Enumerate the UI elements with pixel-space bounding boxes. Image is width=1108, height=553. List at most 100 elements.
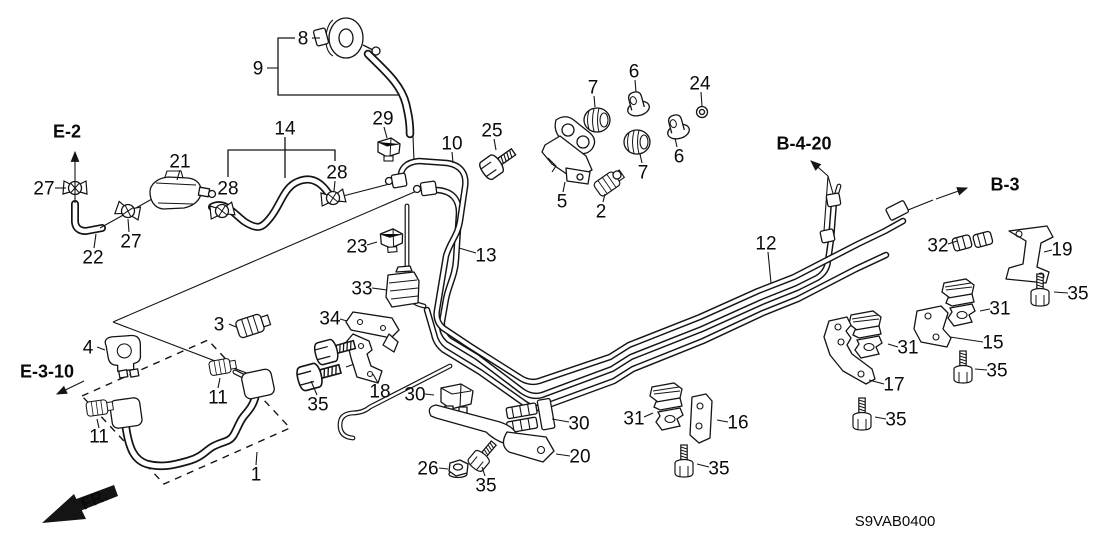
b420-sleeve-upper — [825, 192, 842, 208]
callout-4: 4 — [83, 338, 94, 359]
callout-31: 31 — [623, 409, 644, 430]
sensor-2 — [592, 166, 627, 198]
callout-leader-27 — [127, 218, 130, 233]
callout-leader-23 — [366, 241, 378, 246]
callout-1: 1 — [251, 465, 262, 486]
callout-leader-19 — [1043, 249, 1053, 253]
bracket-15 — [913, 305, 952, 348]
ref-arrow-B-3 — [935, 187, 969, 200]
callout-leader-31 — [643, 412, 654, 418]
sensor-4 — [104, 334, 142, 379]
valve-8 — [312, 17, 381, 59]
clamp-32 — [951, 230, 994, 252]
callout-7: 7 — [588, 78, 599, 99]
spacer-6-b — [662, 111, 692, 142]
sensor-2-ring — [612, 170, 622, 180]
fr-direction-arrow: FR. — [42, 485, 118, 523]
callout-leader-3 — [228, 323, 237, 328]
b420-sleeve-lower — [819, 228, 836, 244]
fuel-pipe-a-10-inner — [398, 159, 905, 384]
callout-9: 9 — [253, 59, 264, 80]
bracket-5 — [541, 116, 596, 185]
callout-35: 35 — [307, 395, 328, 416]
grommet-7-a — [583, 107, 611, 133]
callout-leader-1 — [255, 451, 258, 466]
spacer-6-a — [622, 88, 652, 119]
hose-22-tube-inner — [72, 201, 105, 234]
pipe-10-fitting — [384, 172, 408, 189]
callout-31: 31 — [897, 338, 918, 359]
callout-35: 35 — [986, 361, 1007, 382]
callout-leader-32 — [947, 240, 958, 245]
callout-32: 32 — [927, 236, 948, 257]
fr-arrow-head — [42, 494, 86, 523]
callout-leader-15 — [949, 336, 984, 343]
ref-arrow-E-3-10 — [56, 380, 85, 395]
callout-leader-16 — [716, 419, 729, 423]
callout-leader-4 — [96, 346, 106, 351]
callout-14: 14 — [274, 119, 296, 140]
insulator-33 — [385, 265, 420, 308]
bracket-20 — [428, 404, 555, 463]
callout-34: 34 — [319, 309, 341, 330]
callout-5: 5 — [557, 192, 568, 213]
callout-leader-31 — [979, 308, 991, 312]
hose-1-elbow-a — [109, 397, 143, 429]
callout-leader-35 — [310, 380, 318, 396]
callout-leader-21 — [176, 169, 181, 181]
callout-leader-35 — [974, 368, 988, 371]
pipe-end-curl-inner — [338, 364, 452, 440]
callout-leader-25 — [493, 138, 497, 151]
callout-leader-11 — [96, 418, 100, 429]
bracket-9-lines — [277, 37, 400, 96]
callout-leader-10 — [451, 151, 454, 164]
callout-33: 33 — [351, 279, 372, 300]
callout-19: 19 — [1051, 240, 1072, 261]
callout-31: 31 — [989, 299, 1010, 320]
callout-18: 18 — [369, 382, 390, 403]
callout-8: 8 — [298, 29, 309, 50]
callout-leader-35 — [874, 416, 887, 420]
callout-leader-5 — [562, 181, 566, 193]
bracket-18 — [346, 333, 383, 384]
callout-22: 22 — [82, 248, 103, 269]
ref-arrow-B-4-20 — [810, 160, 829, 177]
clamp-30-b — [505, 397, 556, 434]
callout-leader-6 — [634, 79, 637, 93]
callout-leader-7 — [593, 95, 596, 108]
ref-label-B-3: B-3 — [990, 175, 1019, 195]
callout-leader-12 — [767, 251, 772, 284]
nut-26 — [448, 459, 469, 479]
callout-leader-28 — [333, 180, 336, 192]
callout-25: 25 — [481, 121, 502, 142]
callout-16: 16 — [727, 413, 748, 434]
callout-12: 12 — [755, 234, 776, 255]
clamp-31-mid — [848, 310, 883, 359]
callout-leader-33 — [371, 287, 388, 291]
parts — [62, 17, 1054, 479]
hose-1-elbow-b — [241, 368, 275, 400]
bolt-35-e — [465, 436, 502, 474]
callout-7: 7 — [638, 163, 649, 184]
callout-6: 6 — [674, 147, 685, 168]
callout-11: 11 — [89, 427, 109, 448]
callout-28: 28 — [217, 179, 238, 200]
callout-35: 35 — [708, 459, 729, 480]
clip-23 — [379, 227, 405, 254]
callout-leader-11 — [217, 377, 221, 389]
valve-21 — [149, 170, 217, 210]
callout-10: 10 — [441, 134, 462, 155]
callout-leader-34 — [339, 318, 348, 322]
callout-20: 20 — [569, 447, 590, 468]
callout-35: 35 — [475, 476, 496, 497]
callout-leader-2 — [602, 193, 606, 203]
bracket-14-lines — [227, 149, 336, 177]
callout-leader-13 — [458, 247, 477, 254]
b3-pipe-sleeve — [885, 200, 910, 221]
callout-15: 15 — [982, 333, 1003, 354]
callout-leader-35 — [481, 466, 486, 477]
callout-6: 6 — [629, 62, 640, 83]
callout-leader-20 — [555, 453, 571, 457]
